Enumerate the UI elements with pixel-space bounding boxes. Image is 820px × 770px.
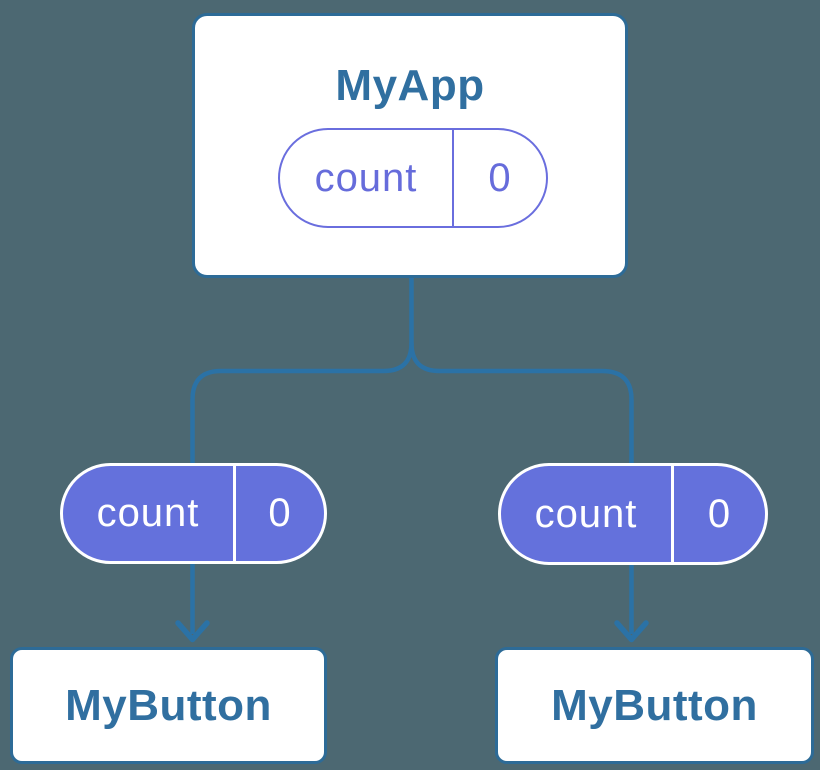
state-pill-myapp: count 0	[278, 128, 548, 228]
prop-value: 0	[707, 491, 732, 536]
component-box-mybutton-left: MyButton	[10, 647, 327, 764]
arrow-down-icon	[175, 620, 210, 643]
state-name: count	[280, 130, 454, 226]
arrow-down-icon	[614, 620, 649, 643]
component-title-myapp: MyApp	[335, 61, 485, 110]
prop-name: count	[63, 466, 236, 561]
state-value: 0	[488, 155, 512, 200]
connector-branch-right	[409, 342, 634, 464]
component-title-mybutton: MyButton	[551, 680, 758, 730]
connector-branch-left	[190, 342, 414, 464]
prop-pill-right: count 0	[498, 463, 768, 565]
component-box-mybutton-right: MyButton	[495, 647, 814, 764]
prop-pill-left: count 0	[60, 463, 327, 564]
prop-name: count	[501, 466, 674, 562]
prop-value: 0	[268, 491, 292, 535]
component-title-mybutton: MyButton	[65, 680, 272, 730]
